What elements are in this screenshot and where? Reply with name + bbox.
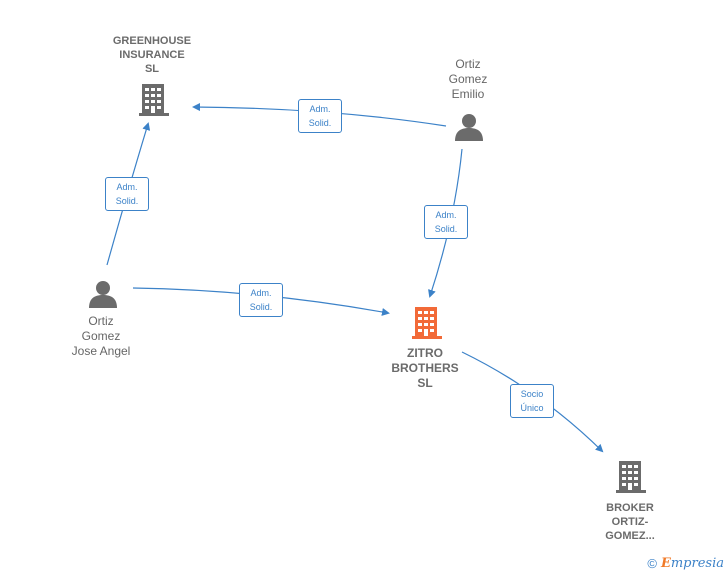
node-label-zitro[interactable]: ZITRO BROTHERS SL	[391, 346, 459, 390]
edge-label-jose-greenhouse: Adm. Solid.	[105, 177, 149, 211]
building-icon-broker[interactable]	[616, 461, 646, 493]
edge-label-jose-zitro: Adm. Solid.	[239, 283, 283, 317]
node-label-emilio[interactable]: Ortiz Gomez Emilio	[448, 57, 488, 101]
empresia-logo: © Empresia	[647, 555, 724, 572]
person-icon-emilio[interactable]	[455, 114, 483, 141]
edge-label-zitro-broker: Socio Único	[510, 384, 554, 418]
person-icon-jose[interactable]	[89, 281, 117, 308]
building-icon-zitro[interactable]	[412, 307, 442, 339]
copyright-icon: ©	[647, 555, 657, 571]
node-label-greenhouse[interactable]: GREENHOUSE INSURANCE SL	[112, 35, 192, 75]
node-label-broker[interactable]: BROKER ORTIZ- GOMEZ...	[605, 502, 655, 542]
building-icon-greenhouse[interactable]	[139, 84, 169, 116]
edge-label-emilio-greenhouse: Adm. Solid.	[298, 99, 342, 133]
brand-initial: E	[660, 556, 671, 571]
edge-label-emilio-zitro: Adm. Solid.	[424, 205, 468, 239]
brand-name: mpresia	[670, 556, 724, 571]
node-label-jose[interactable]: Ortiz Gomez Jose Angel	[71, 314, 131, 358]
